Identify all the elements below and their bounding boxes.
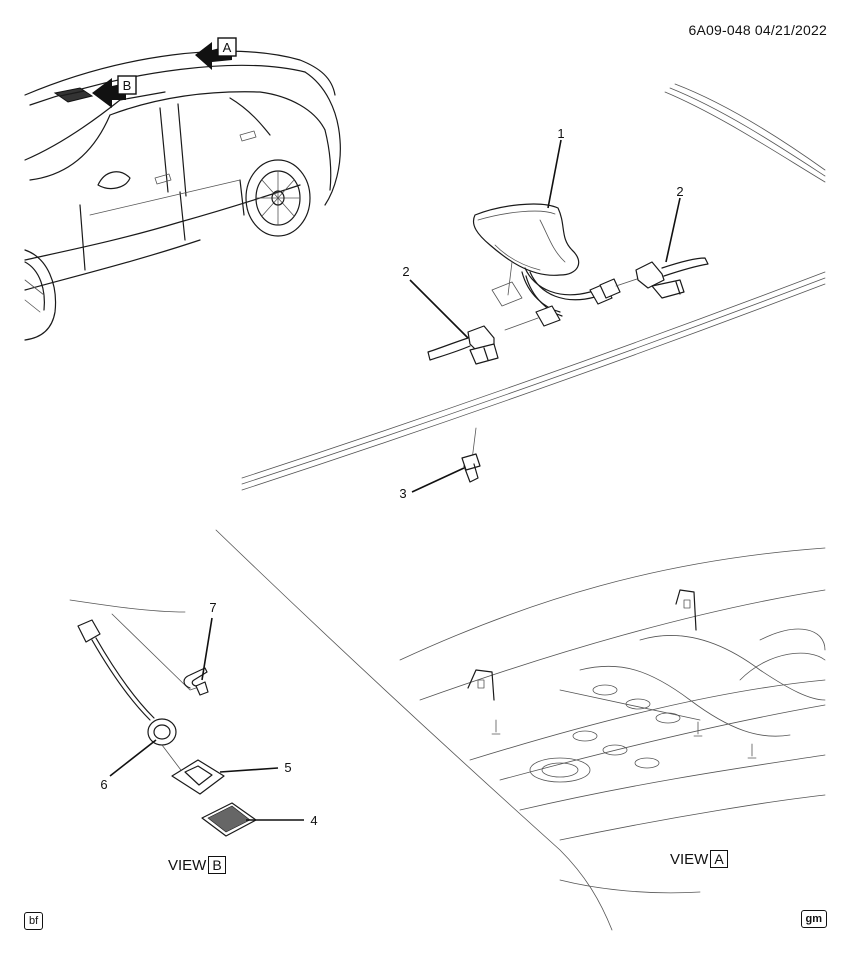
callout-2-left: 2 [402, 264, 409, 279]
car-illustration [24, 50, 341, 341]
roof-panel [241, 83, 826, 491]
arrow-a-callout: A [195, 37, 237, 70]
view-b-prefix: VIEW [168, 856, 207, 874]
callout-6: 6 [100, 777, 107, 792]
cable-right [635, 257, 709, 299]
arrow-b-callout: B [92, 75, 137, 108]
view-a-body-structure [215, 529, 826, 931]
diagram-code: 6A09-048 04/21/2022 [688, 22, 827, 38]
gm-logo-badge: gm [800, 910, 827, 928]
callout-leaders [109, 139, 681, 821]
callout-4: 4 [310, 813, 317, 828]
view-b-label: VIEW B [168, 856, 226, 874]
callout-7: 7 [209, 600, 216, 615]
corner-badge-left: bf [24, 912, 44, 930]
antenna-assembly [472, 203, 599, 317]
arrow-a-letter: A [223, 40, 232, 55]
callout-2-right: 2 [676, 184, 683, 199]
cable-left [427, 325, 499, 365]
view-a-letter: A [710, 850, 728, 868]
callout-5: 5 [284, 760, 291, 775]
view-a-prefix: VIEW [670, 850, 709, 868]
view-a-label: VIEW A [670, 850, 728, 868]
callout-1: 1 [557, 126, 564, 141]
callout-3: 3 [399, 486, 406, 501]
antenna-connectors [504, 277, 641, 331]
fastener [461, 427, 481, 483]
view-b-details [69, 599, 257, 837]
view-b-letter: B [208, 856, 226, 874]
arrow-b-letter: B [123, 78, 132, 93]
